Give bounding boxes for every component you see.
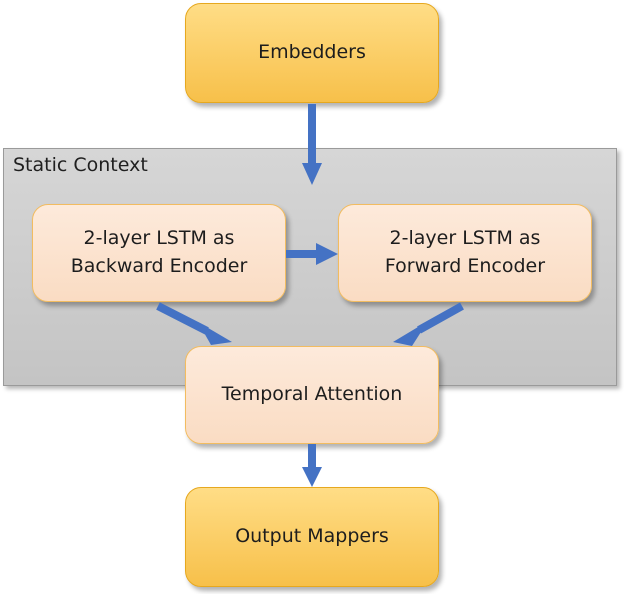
arrow-forward-to-temporal [417, 302, 464, 334]
arrow-backward-to-temporal [156, 302, 209, 335]
arrow-embedders-to-context [302, 104, 322, 185]
output-mappers-node: Output Mappers [185, 487, 439, 587]
backward-encoder-label: 2-layer LSTM as Backward Encoder [70, 227, 248, 277]
embedders-label: Embedders [258, 41, 366, 64]
backward-encoder-node: 2-layer LSTM as Backward Encoder [32, 204, 286, 302]
arrowhead-forward-to-temporal [393, 321, 428, 346]
forward-encoder-label: 2-layer LSTM as Forward Encoder [384, 227, 546, 277]
arrow-backward-to-forward [286, 243, 338, 265]
static-context-label: Static Context [13, 154, 148, 176]
output-mappers-label: Output Mappers [235, 525, 389, 548]
arrow-temporal-to-output [302, 444, 322, 487]
arrowhead-backward-to-temporal [198, 322, 232, 345]
temporal-attention-node: Temporal Attention [185, 346, 439, 444]
temporal-attention-label: Temporal Attention [221, 383, 403, 406]
forward-encoder-node: 2-layer LSTM as Forward Encoder [338, 204, 592, 302]
embedders-node: Embedders [185, 3, 439, 103]
